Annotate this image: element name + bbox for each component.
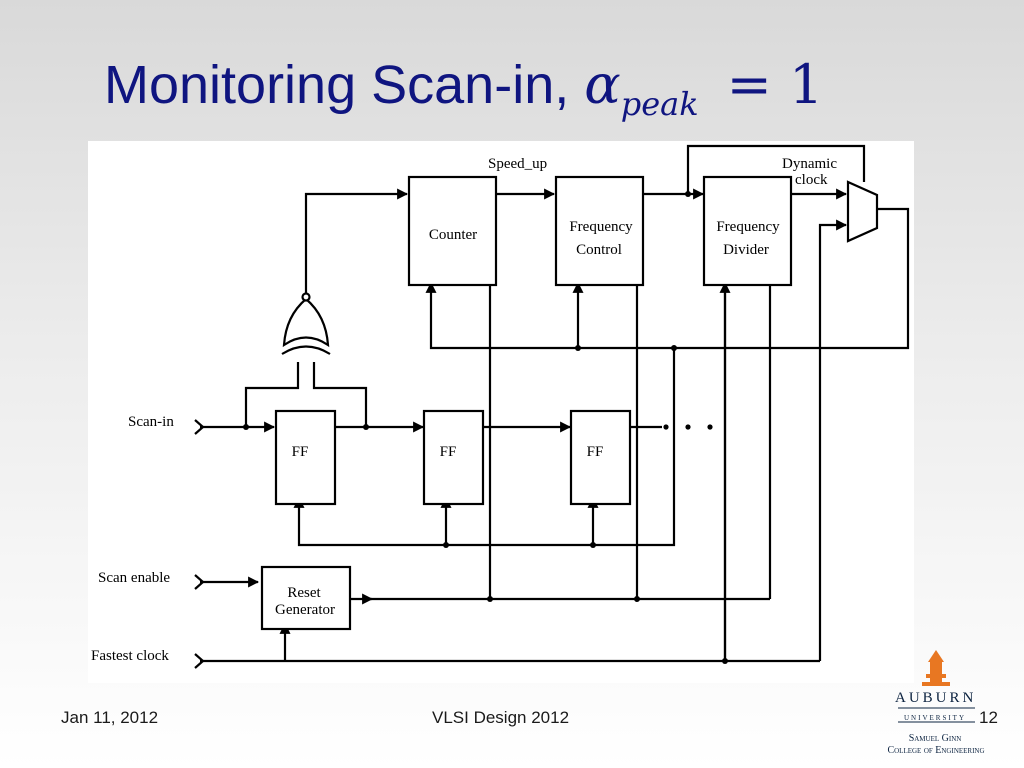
ff-1-block bbox=[274, 409, 337, 506]
fastest-clock-label: Fastest clock bbox=[91, 648, 169, 664]
reset-label: Reset bbox=[287, 585, 321, 601]
auburn-tower-icon bbox=[898, 650, 975, 723]
footer-date: Jan 11, 2012 bbox=[61, 708, 159, 727]
slide-number: 12 bbox=[979, 708, 998, 727]
counter-block bbox=[407, 175, 498, 287]
frequency-divider-block bbox=[702, 175, 793, 287]
clock-label: clock bbox=[795, 172, 828, 188]
title-text: Monitoring Scan-in, bbox=[104, 55, 585, 115]
ff-2-label: FF bbox=[440, 444, 457, 460]
dynamic-label: Dynamic bbox=[782, 156, 837, 172]
alpha-symbol: α bbox=[584, 53, 621, 116]
frequency-control-label-2: Control bbox=[576, 242, 622, 258]
ff-2-block bbox=[422, 409, 485, 506]
slide-title: Monitoring Scan-in, αpeak = 1 bbox=[104, 55, 823, 121]
scan-enable-label: Scan enable bbox=[98, 570, 170, 586]
junction-dots bbox=[243, 191, 728, 664]
wires bbox=[194, 144, 910, 669]
scan-in-label: Scan-in bbox=[128, 414, 174, 430]
circuit-diagram: Speed_up Dynamic clock Counter Frequency… bbox=[88, 141, 914, 683]
logo-auburn: AUBURN bbox=[895, 690, 977, 706]
logo-college-line1: Samuel Ginn bbox=[908, 733, 962, 744]
reset-generator-block bbox=[260, 565, 352, 631]
frequency-control-label-1: Frequency bbox=[569, 219, 633, 235]
footer-course: VLSI Design 2012 bbox=[432, 708, 570, 727]
ff-3-block bbox=[569, 409, 632, 506]
equals-one: = 1 bbox=[726, 53, 824, 116]
frequency-divider-label-2: Divider bbox=[723, 242, 769, 258]
logo-university: UNIVERSITY bbox=[904, 714, 966, 722]
frequency-control-block bbox=[554, 175, 645, 287]
counter-label: Counter bbox=[429, 227, 477, 243]
mux bbox=[846, 180, 879, 243]
generator-label: Generator bbox=[275, 602, 335, 618]
ff-1-label: FF bbox=[292, 444, 309, 460]
xor-gate bbox=[281, 292, 331, 355]
peak-subscript: peak bbox=[620, 85, 699, 123]
frequency-divider-label-1: Frequency bbox=[716, 219, 780, 235]
speed-up-label: Speed_up bbox=[488, 156, 547, 172]
logo-college-line2: College of Engineering bbox=[887, 745, 985, 756]
ff-3-label: FF bbox=[587, 444, 604, 460]
